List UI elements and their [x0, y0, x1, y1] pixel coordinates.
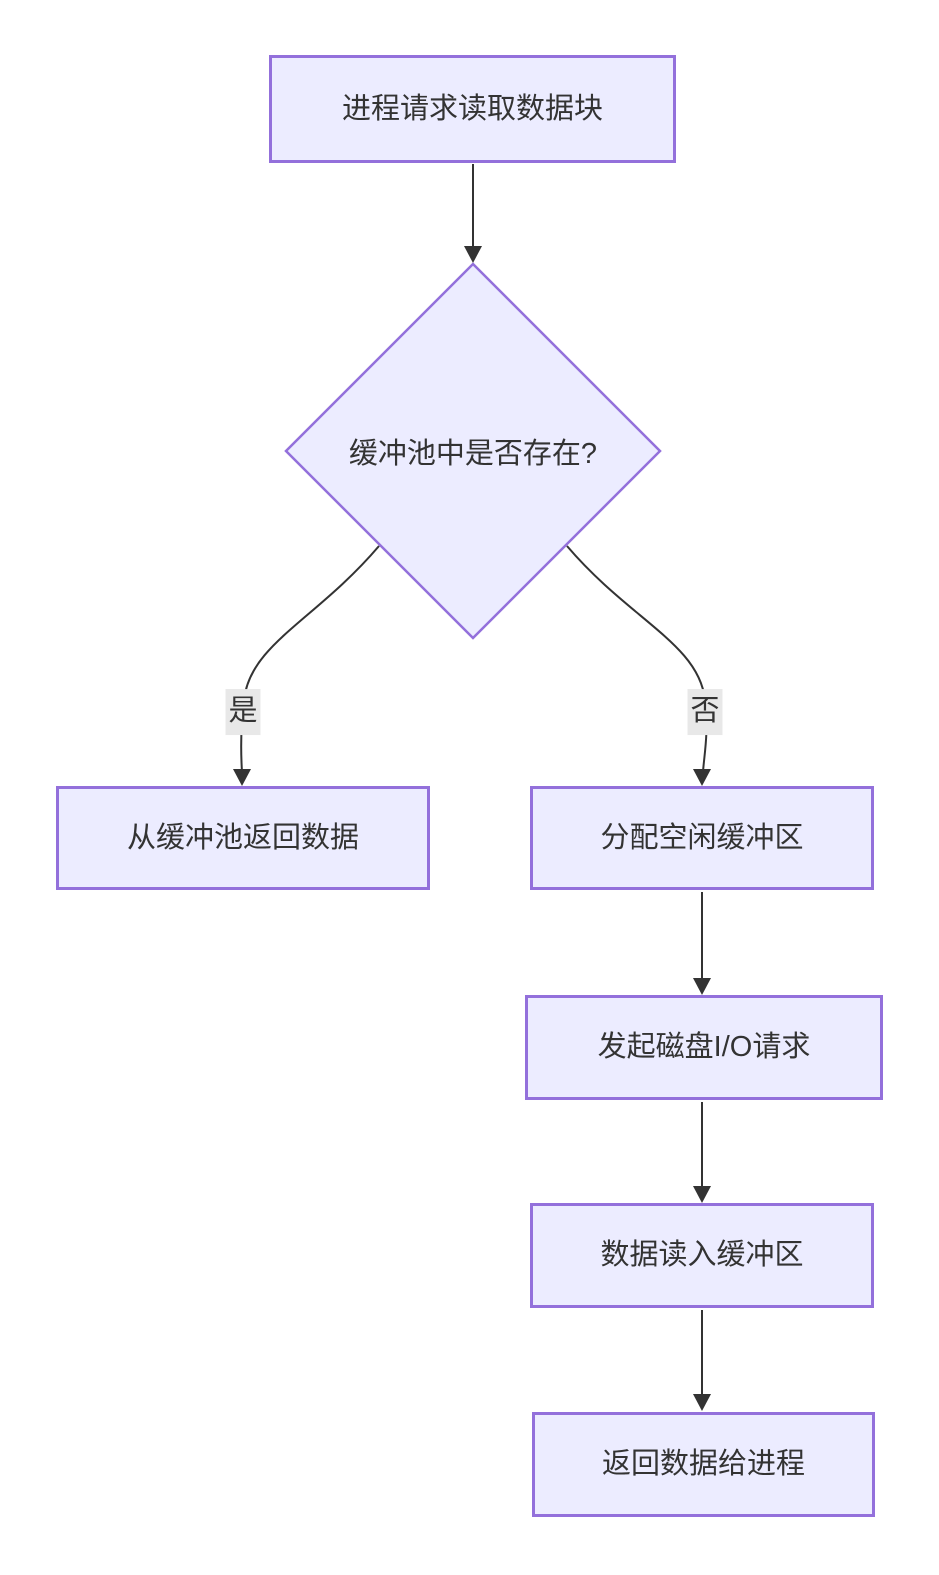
node-allocate-buffer-label: 分配空闲缓冲区: [600, 821, 804, 854]
edge-label-yes: 是: [225, 689, 261, 735]
node-return-from-pool: 从缓冲池返回数据: [56, 786, 430, 890]
node-return-from-pool-label: 从缓冲池返回数据: [126, 821, 359, 854]
node-allocate-buffer: 分配空闲缓冲区: [530, 786, 874, 890]
arrowhead-into-disk-io: [693, 978, 711, 995]
edge-decision-to-allocate: [566, 545, 708, 773]
arrowhead-into-return-to-process: [693, 1394, 711, 1411]
arrowhead-into-decision: [464, 246, 482, 263]
node-process-request: 进程请求读取数据块: [269, 55, 676, 163]
node-return-to-process-label: 返回数据给进程: [601, 1448, 805, 1481]
edge-label-no: 否: [687, 689, 723, 735]
node-read-into-buffer: 数据读入缓冲区: [530, 1203, 874, 1308]
node-decision-label: 缓冲池中是否存在?: [348, 438, 598, 470]
node-return-to-process: 返回数据给进程: [532, 1412, 875, 1517]
arrowhead-into-return-from-pool: [233, 769, 251, 786]
node-disk-io-request-label: 发起磁盘I/O请求: [597, 1031, 811, 1064]
node-disk-io-request: 发起磁盘I/O请求: [525, 995, 883, 1100]
edge-decision-to-return-from-pool: [240, 545, 380, 773]
node-process-request-label: 进程请求读取数据块: [341, 92, 603, 125]
arrowhead-into-read-into-buffer: [693, 1186, 711, 1203]
arrowhead-into-allocate: [693, 769, 711, 786]
node-read-into-buffer-label: 数据读入缓冲区: [600, 1239, 804, 1272]
